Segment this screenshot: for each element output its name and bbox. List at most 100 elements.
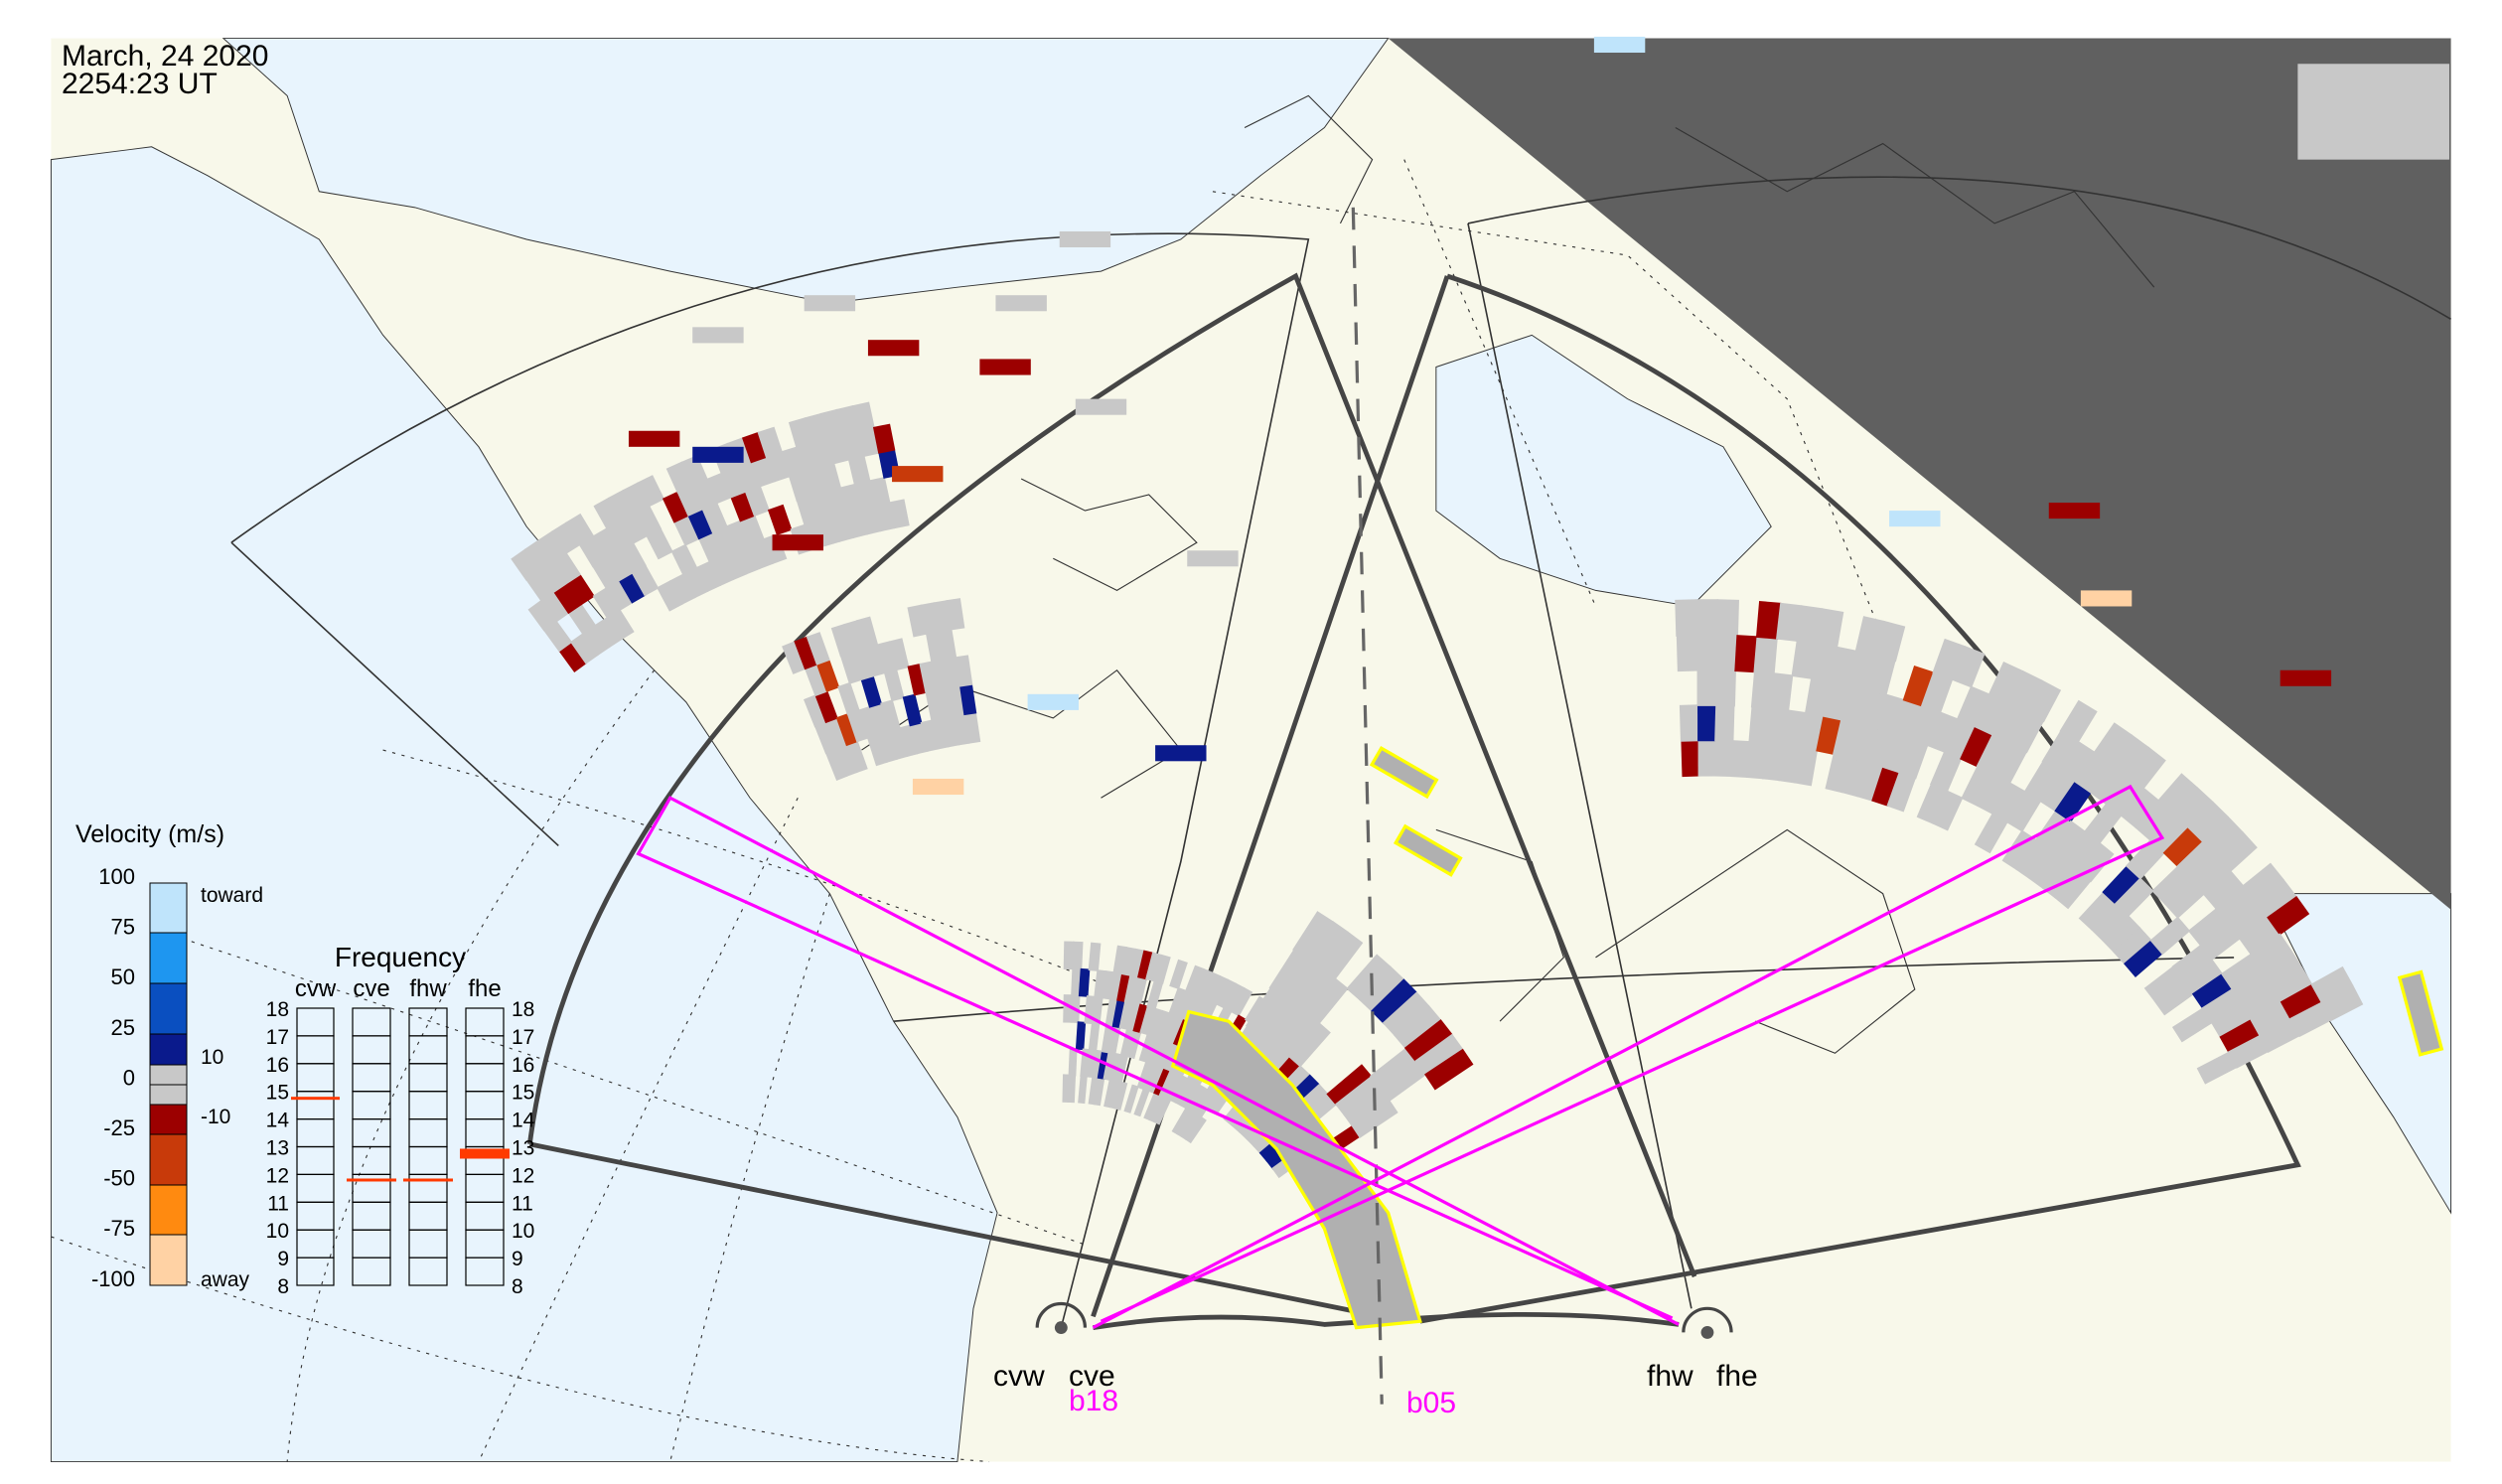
echo-cell bbox=[1200, 971, 1222, 1002]
echo-cell bbox=[2093, 722, 2133, 766]
velocity-tick-label: 75 bbox=[111, 915, 135, 940]
echo-cell bbox=[2215, 885, 2258, 925]
echo-cell bbox=[1776, 602, 1803, 643]
echo-cell bbox=[1175, 989, 1195, 1020]
echo-cell bbox=[2162, 826, 2204, 868]
echo-cell bbox=[1394, 1005, 1442, 1050]
echo-cell bbox=[2113, 927, 2152, 965]
frequency-tick-left: 13 bbox=[266, 1137, 289, 1160]
echo-cell bbox=[2201, 816, 2244, 858]
echo-cell bbox=[1932, 638, 1966, 681]
echo-cell bbox=[1697, 704, 1717, 742]
echo-cell bbox=[794, 636, 818, 670]
echo-cell bbox=[813, 721, 838, 755]
echo-cell bbox=[767, 504, 793, 535]
echo-cell bbox=[1675, 599, 1698, 637]
echo-cell bbox=[2062, 830, 2101, 872]
echo-cell bbox=[1305, 977, 1349, 1025]
echo-cell bbox=[843, 620, 867, 654]
velocity-tick-label: -25 bbox=[103, 1115, 135, 1140]
echo-cell bbox=[1765, 707, 1789, 747]
echo-cell bbox=[2249, 933, 2292, 971]
echo-cell bbox=[1897, 738, 1929, 780]
echo-cell bbox=[1156, 1039, 1176, 1070]
frequency-column-label: cve bbox=[353, 975, 389, 1002]
echo-cell bbox=[662, 491, 690, 523]
colorbar-segment bbox=[149, 1084, 188, 1106]
frequency-cell bbox=[296, 1257, 335, 1286]
echo-cell bbox=[2143, 965, 2185, 1003]
echo-cell bbox=[2125, 838, 2165, 880]
echo-cell bbox=[2148, 813, 2190, 855]
echo-cell bbox=[857, 705, 880, 739]
echo-cell bbox=[2023, 760, 2061, 803]
echo-cell bbox=[1288, 1022, 1331, 1068]
echo-cell bbox=[782, 641, 807, 674]
echo-cell bbox=[814, 689, 838, 724]
echo-cell bbox=[1961, 765, 1994, 808]
echo-cell bbox=[1714, 704, 1735, 742]
echo-cell bbox=[1346, 954, 1392, 1002]
frequency-tick-right: 11 bbox=[512, 1192, 533, 1215]
echo-cell bbox=[2157, 773, 2199, 816]
echo-cell bbox=[565, 573, 595, 606]
echo-cell bbox=[868, 477, 891, 508]
echo-cell bbox=[860, 674, 883, 708]
frequency-tick-right: 8 bbox=[512, 1275, 523, 1298]
echo-cell bbox=[1881, 732, 1912, 774]
highlight-cells bbox=[1369, 745, 2444, 1057]
echo-cell bbox=[605, 579, 634, 612]
frequency-tick-right: 12 bbox=[512, 1164, 534, 1187]
echo-cell bbox=[2083, 803, 2123, 844]
echo-cell bbox=[551, 521, 581, 555]
echo-cell bbox=[2320, 984, 2364, 1022]
echo-cell bbox=[857, 426, 881, 458]
echo-cell bbox=[1782, 709, 1807, 749]
colorbar-segment bbox=[149, 932, 188, 984]
echo-cell bbox=[1713, 739, 1733, 778]
echo-cell bbox=[1143, 1092, 1161, 1121]
echo-cell bbox=[2105, 774, 2144, 817]
echo-cell bbox=[1593, 36, 1646, 54]
echo-cell bbox=[680, 454, 708, 488]
echo-cell bbox=[1695, 634, 1718, 671]
echo-cell bbox=[1136, 1060, 1153, 1091]
echo-cell bbox=[1104, 1079, 1116, 1109]
echo-cell bbox=[676, 484, 704, 518]
toward-label: toward bbox=[201, 884, 263, 907]
echo-cell bbox=[2187, 907, 2230, 947]
echo-cell bbox=[2289, 1001, 2332, 1038]
echo-cell bbox=[2114, 877, 2154, 918]
echo-cell bbox=[851, 647, 875, 681]
echo-cell bbox=[637, 475, 665, 508]
echo-cell bbox=[1093, 1077, 1105, 1107]
echo-cell bbox=[1414, 1033, 1464, 1077]
echo-cell bbox=[902, 693, 923, 727]
echo-cell bbox=[570, 633, 599, 665]
echo-cell bbox=[1960, 725, 1993, 768]
echo-cell bbox=[1268, 949, 1309, 998]
echo-cell bbox=[1696, 668, 1717, 706]
echo-cell bbox=[673, 514, 701, 546]
beam-label-b18: b18 bbox=[1069, 1385, 1118, 1417]
colorbar-segment bbox=[149, 1234, 188, 1286]
colorbar-segment bbox=[149, 1104, 188, 1135]
echo-cell bbox=[1088, 1022, 1101, 1052]
frequency-tick-left: 12 bbox=[266, 1164, 289, 1187]
echo-cell bbox=[720, 466, 747, 499]
echo-cell bbox=[1382, 991, 1430, 1037]
echo-cell bbox=[868, 702, 891, 736]
radar-site-fort-hays bbox=[1682, 1306, 1733, 1339]
echo-cell bbox=[2196, 1051, 2238, 1085]
echo-cell bbox=[1292, 911, 1334, 961]
echo-cell bbox=[578, 535, 608, 568]
colorbar-segment bbox=[149, 982, 188, 1035]
echo-cell bbox=[1748, 705, 1771, 745]
echo-cell bbox=[2310, 965, 2354, 1004]
echo-cell bbox=[1865, 727, 1895, 769]
echo-cell bbox=[866, 733, 888, 767]
echo-cell bbox=[1865, 655, 1896, 696]
echo-cell bbox=[876, 641, 898, 674]
echo-cell bbox=[1871, 766, 1900, 808]
